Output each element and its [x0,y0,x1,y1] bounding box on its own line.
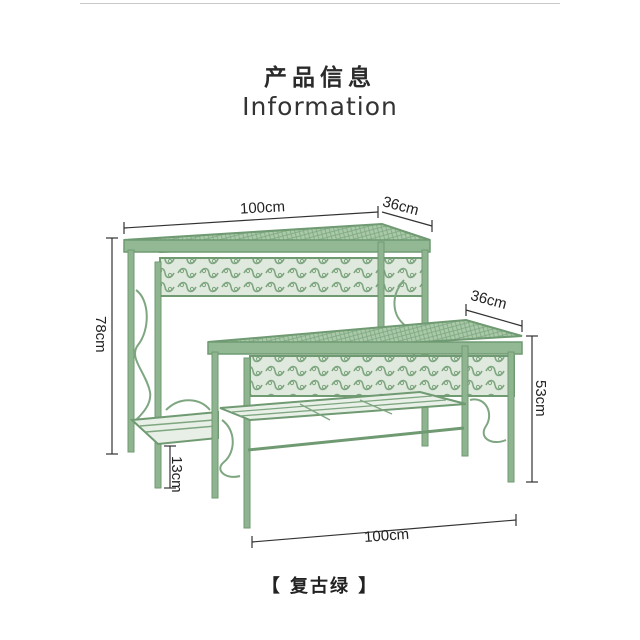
large-stand-leg [377,241,385,329]
small-stand-leg [243,357,251,529]
large-plant-stand [123,222,431,489]
large-stand-leg [127,249,135,453]
large-stand-leg [154,261,162,489]
small-stand-side-scroll [219,419,241,478]
page-title: 产品信息 [264,65,376,91]
small-stand-leg [461,345,469,457]
large-stand-lower-shelf [129,410,219,446]
dimension-lines [106,206,538,548]
dimension-label-large-width: 100cm [240,198,286,217]
large-stand-apron [159,257,427,297]
color-variant-label: 【 复古绿 】 [261,576,379,597]
dimension-label-large-depth: 36cm [381,193,421,219]
large-stand-side-scroll [134,289,152,421]
large-stand-bottom-scroll [165,399,211,411]
page-subtitle: Information [242,92,398,121]
small-stand-top-edge [207,341,523,355]
small-stand-leg [211,351,219,499]
top-divider-line [80,3,560,4]
dimension-label-shelf-clearance: 13cm [168,456,185,493]
small-stand-leg [507,351,515,483]
small-stand-apron [249,355,515,397]
dimension-label-small-depth: 36cm [469,287,509,313]
dimension-label-large-height: 78cm [92,316,109,353]
large-stand-top-edge [123,239,431,253]
dimension-label-small-height: 53cm [532,380,549,417]
dimension-label-small-width: 100cm [364,526,410,546]
small-plant-stand [207,318,523,529]
small-stand-side-scroll [469,398,507,444]
